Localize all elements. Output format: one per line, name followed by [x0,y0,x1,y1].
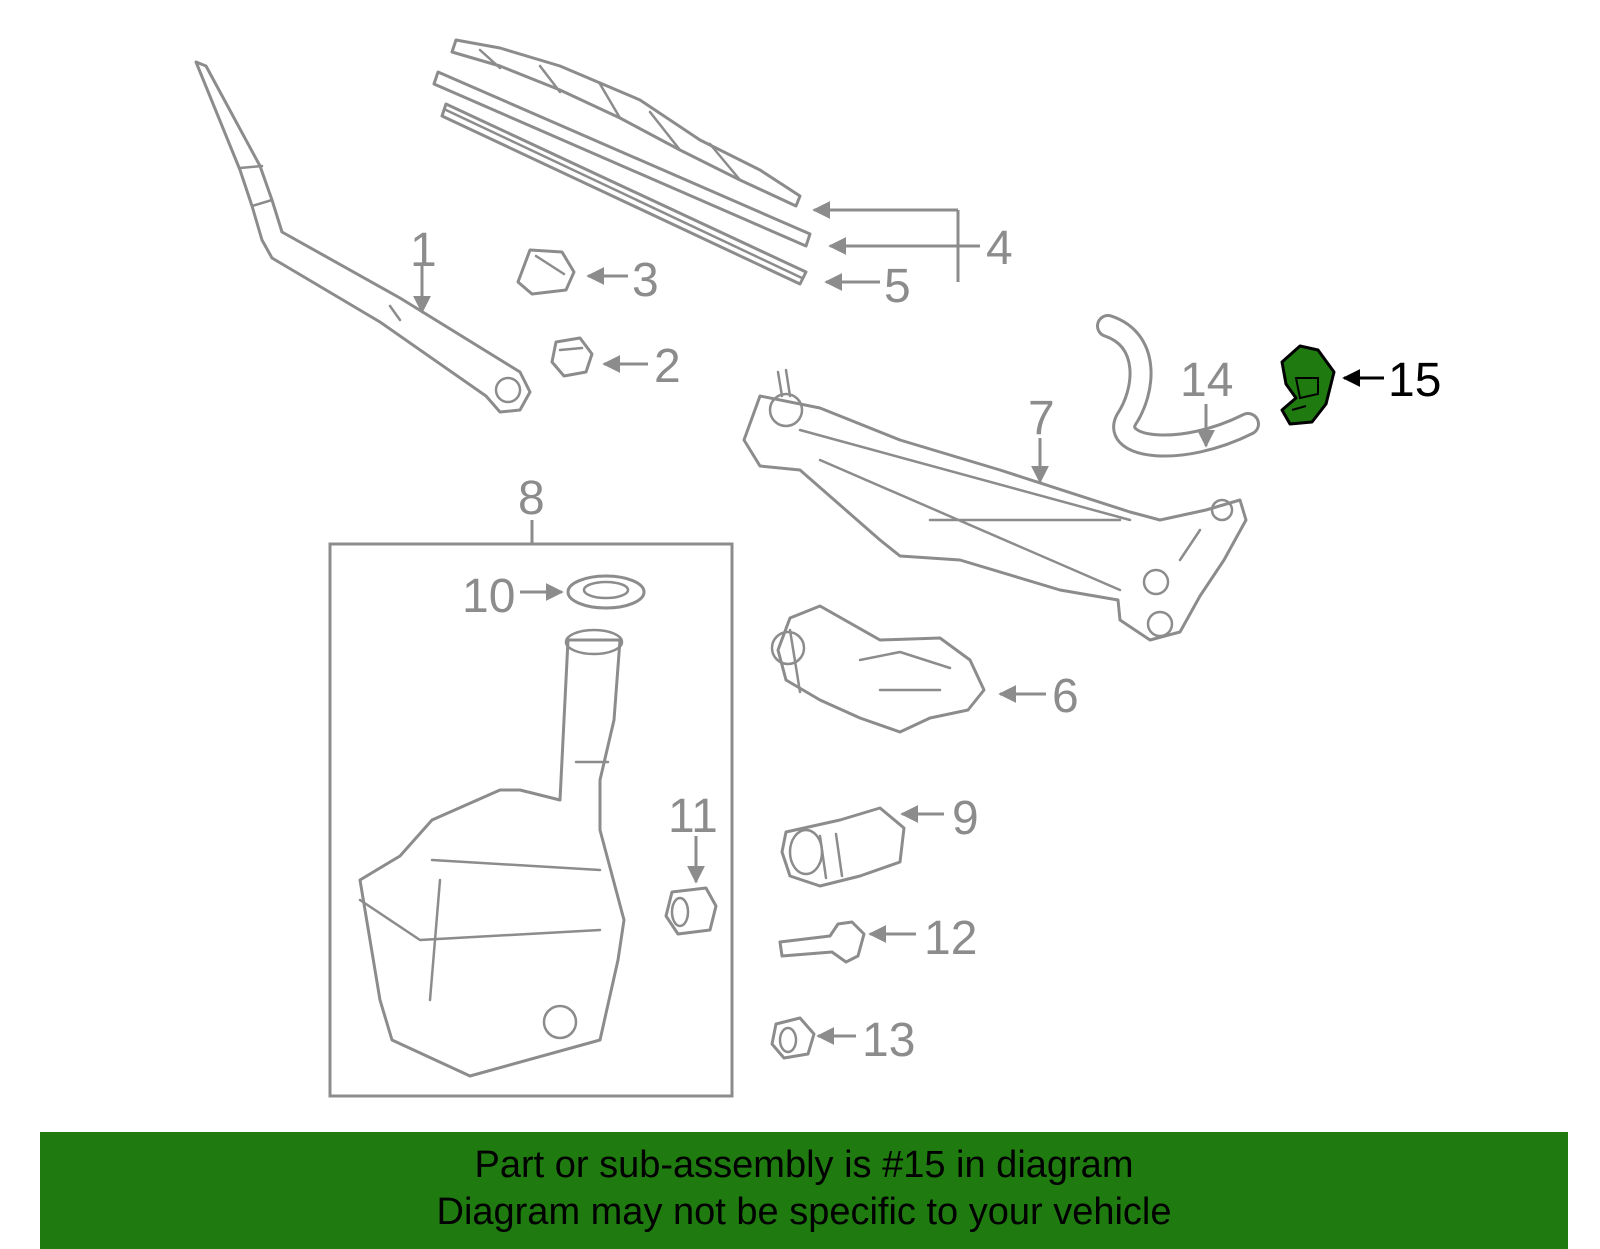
callout-12: 12 [924,912,977,965]
banner-line-part-number: Part or sub-assembly is #15 in diagram [474,1144,1134,1186]
part-9-washer-pump[interactable] [780,806,906,888]
part-11-grommet[interactable] [664,886,718,936]
callout-8: 8 [518,472,545,525]
part-15-washer-nozzle[interactable] [1280,344,1336,426]
reservoir-tank[interactable] [358,628,626,1078]
part-7-wiper-linkage[interactable] [742,368,1248,642]
part-3-cap[interactable] [516,248,576,296]
callout-labels: 1 2 3 4 5 6 7 8 9 10 11 12 13 14 15 [410,222,1441,1067]
part-5-blade-insert[interactable] [440,102,808,286]
callout-3: 3 [632,254,659,307]
callout-4: 4 [986,222,1013,275]
part-10-gasket[interactable] [566,574,646,610]
callout-5: 5 [884,260,911,313]
part-2-nut[interactable] [550,336,594,378]
callout-9: 9 [952,792,979,845]
callout-13: 13 [862,1014,915,1067]
callout-15: 15 [1388,354,1441,407]
part-4-wiper-blade[interactable] [432,38,812,248]
part-13-clip[interactable] [770,1016,816,1060]
callout-11: 11 [668,790,718,843]
leader-lines [413,201,1384,1045]
part-12-pin[interactable] [778,920,866,964]
banner-line-disclaimer: Diagram may not be specific to your vehi… [436,1191,1172,1233]
callout-1: 1 [410,224,437,277]
callout-7: 7 [1028,392,1055,445]
part-14-washer-hose[interactable] [1096,314,1260,458]
part-1-wiper-arm[interactable] [194,60,532,414]
info-banner: Part or sub-assembly is #15 in diagram D… [40,1132,1568,1249]
callout-10: 10 [462,570,515,623]
part-6-wiper-motor[interactable] [770,604,986,734]
callout-6: 6 [1052,670,1079,723]
callout-14: 14 [1180,354,1233,407]
callout-2: 2 [654,340,681,393]
